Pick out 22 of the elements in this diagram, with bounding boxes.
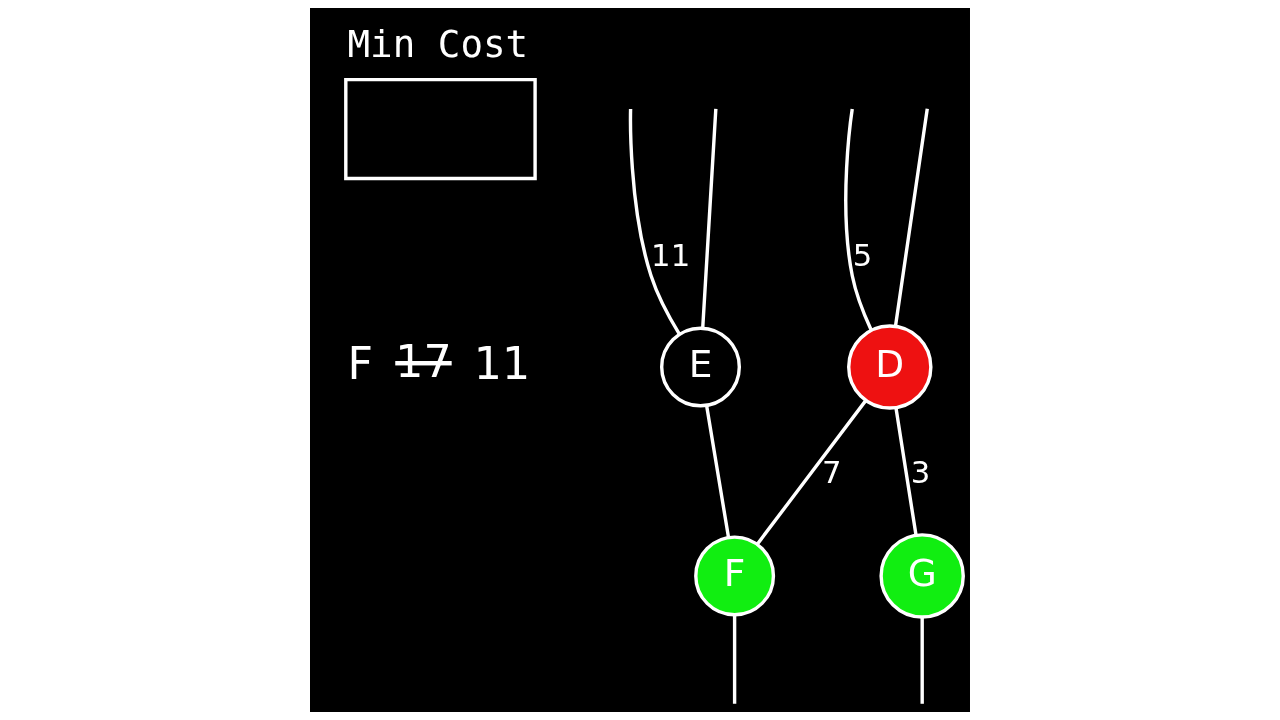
connector bbox=[628, 108, 681, 336]
node-circle: E bbox=[660, 326, 741, 408]
label: 17 bbox=[395, 335, 452, 387]
node-circle: G bbox=[879, 533, 965, 619]
node-label: Min Cost bbox=[347, 21, 529, 66]
edge-label: 11 bbox=[651, 238, 691, 274]
edge-label: 3 bbox=[910, 454, 931, 490]
connector bbox=[844, 108, 873, 331]
connector bbox=[755, 399, 868, 546]
connector bbox=[920, 617, 924, 704]
connector bbox=[893, 108, 929, 327]
connector bbox=[701, 108, 718, 329]
node-circle: D bbox=[847, 324, 933, 410]
node-box bbox=[344, 77, 537, 181]
label: 11 bbox=[473, 337, 531, 389]
edge-label: 5 bbox=[852, 238, 873, 274]
edge-label: 7 bbox=[822, 454, 842, 490]
connector bbox=[732, 614, 737, 704]
label: F bbox=[347, 337, 374, 389]
node-circle: F bbox=[694, 535, 776, 617]
connector bbox=[704, 405, 731, 539]
connector bbox=[894, 407, 918, 536]
